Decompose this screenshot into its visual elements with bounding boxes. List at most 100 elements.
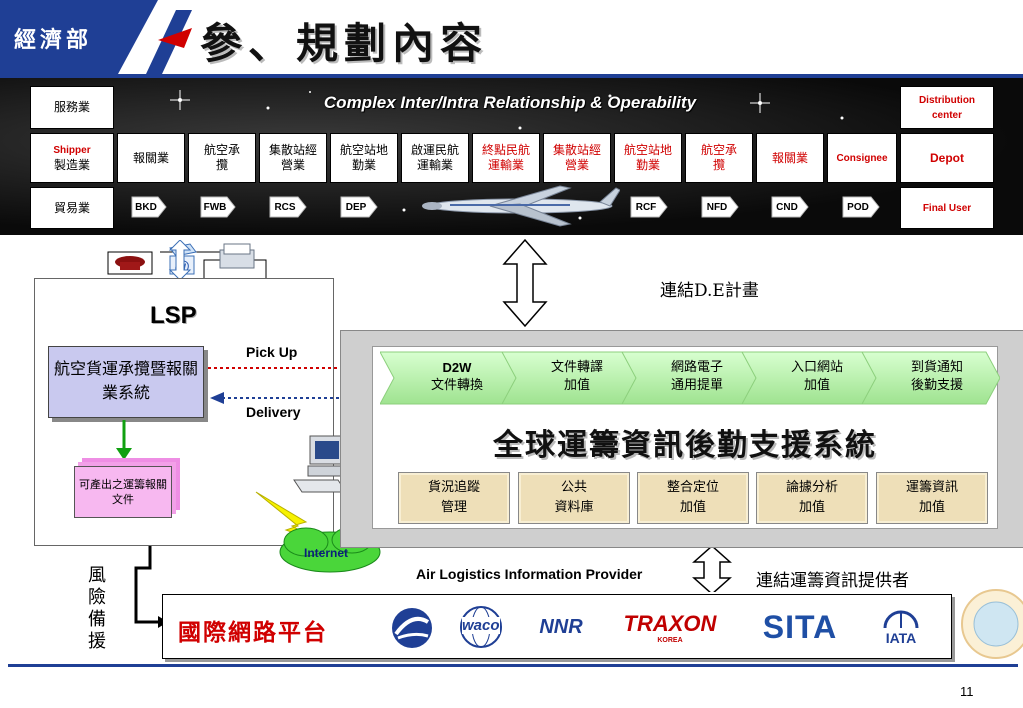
airplane-icon [422,185,620,227]
internet-label: Internet [304,546,349,560]
iata-logo: IATA [866,605,936,649]
service-analysis: 論據分析加值 [756,472,868,524]
communication-icons: @ [107,243,267,281]
depot-cell: Depot [900,133,994,183]
ministry-name: 經濟部 [14,27,93,53]
chevron-ebl-line2: 通用提單 [670,378,723,393]
ministry-logo [118,0,198,74]
chevron-ebl: 網路電子通用提單 [624,350,756,404]
service-database-line2: 資料庫 [554,500,594,515]
provider-double-arrow-icon [692,548,732,592]
shipper-zh: 製造業 [53,158,90,172]
distribution-center-cell: Distribution center [900,86,994,129]
service-logistics-info: 運籌資訊加值 [876,472,988,524]
chevron-arrival-line1: 到貨通知 [910,360,963,375]
ground-handler-cell: 航空站地勤業 [330,133,398,183]
chevron-arrival-line2: 後勤支援 [910,378,963,393]
logistics-documents: 可產出之運籌報關文件 [74,466,172,518]
nnr-text: NNR [539,615,583,638]
pickup-label: Pick Up [246,344,298,360]
trade-industry-cell: 貿易業 [30,187,114,229]
traxon-logo: TRAXON KOREA [606,605,734,649]
page-number: 11 [960,684,974,699]
shipper-cell: Shipper 製造業 [30,133,114,183]
dest-customs-broker-cell: 報關業 [756,133,824,183]
service-positioning: 整合定位加值 [637,472,749,524]
provider-en-label: Air Logistics Information Provider [416,566,643,582]
lsp-label: LSP [150,302,197,329]
band-title: Complex Inter/Intra Relationship & Opera… [323,93,697,112]
dest-terminal-operator-cell: 集散站經營業 [543,133,611,183]
tag-bkd: BKD [135,201,157,213]
service-tracking-line1: 貨況追蹤 [427,480,480,495]
chevron-ebl-line1: 網路電子 [670,360,723,375]
platform-box [162,594,952,659]
iata-globe-icon [883,610,919,629]
chevron-arrival: 到貨通知後勤支援 [864,350,996,404]
message-arrows [131,196,880,218]
tag-rcf: RCF [635,201,657,213]
platform-title: 國際網路平台 [178,619,328,646]
chevron-portal-line1: 入口網站 [790,360,843,375]
tag-rcs: RCS [274,201,296,213]
bidirectional-arrow-icon [502,238,548,328]
computer-icon [293,435,349,493]
nnr-logo: NNR [524,605,598,649]
waco-logo: waco [452,605,510,649]
tag-nfd: NFD [706,201,728,213]
chevron-d2w-line1: D2W [442,360,472,375]
customs-broker-cell: 報關業 [117,133,185,183]
terminal-operator-cell: 集散站經營業 [259,133,327,183]
page-title: 參、規劃內容 [200,19,489,68]
chevron-portal: 入口網站加值 [744,350,876,404]
chevron-portal-line2: 加值 [803,378,830,393]
global-logistics-title: 全球運籌資訊後勤支援系統 [493,428,877,463]
dest-air-forwarder-cell: 航空承攬 [685,133,753,183]
chevron-doc-translation-line2: 加值 [563,378,590,393]
footer-rule [8,664,1018,667]
service-positioning-line1: 整合定位 [666,480,719,495]
sita-text: SITA [762,608,838,645]
chevron-d2w: D2W 文件轉換 [384,350,516,404]
lsp-system-box: 航空貨運承攬暨報關業系統 [48,346,204,418]
delivery-label: Delivery [246,404,301,420]
de-plan-label: 連結D.E計畫 [660,281,759,301]
service-analysis-line2: 加值 [798,500,825,515]
sita-logo: SITA [744,605,856,649]
header-rule [0,74,1023,78]
service-database-line1: 公共 [560,480,587,495]
updown-arrow-icon [168,240,192,280]
seal-decoration [961,589,1023,659]
chevron-doc-translation: 文件轉譯加值 [504,350,636,404]
dest-ground-handler-cell: 航空站地勤業 [614,133,682,183]
star-field [170,90,844,220]
service-industry-cell: 服務業 [30,86,114,129]
globe-arrows-logo [392,608,432,648]
final-user-cell: Final User [900,187,994,229]
consignee-cell: Consignee [827,133,897,183]
service-database: 公共資料庫 [518,472,630,524]
waco-text: waco [462,617,500,634]
risk-backup-label: 風險備援 [88,565,106,652]
service-tracking: 貨況追蹤管理 [398,472,510,524]
tag-dep: DEP [345,201,367,213]
service-tracking-line2: 管理 [440,500,467,515]
traxon-text: TRAXON [623,610,717,636]
service-logistics-info-line2: 加值 [918,500,945,515]
origin-carrier-cell: 啟運民航運輸業 [401,133,469,183]
destination-carrier-cell: 終點民航運輸業 [472,133,540,183]
iata-text: IATA [885,630,917,646]
chevron-doc-translation-line1: 文件轉譯 [550,360,603,375]
tag-pod: POD [847,201,869,213]
chevron-d2w-line2: 文件轉換 [430,378,483,393]
air-forwarder-cell: 航空承攬 [188,133,256,183]
service-chevrons [380,351,1000,405]
tag-fwb: FWB [203,201,227,213]
traxon-sub: KOREA [657,636,683,644]
shipper-en: Shipper [53,145,91,156]
provider-zh-label: 連結運籌資訊提供者 [756,571,909,591]
service-positioning-line2: 加值 [679,500,706,515]
service-analysis-line1: 論據分析 [785,480,838,495]
tag-cnd: CND [776,201,798,213]
down-arrow-icon [116,420,132,460]
